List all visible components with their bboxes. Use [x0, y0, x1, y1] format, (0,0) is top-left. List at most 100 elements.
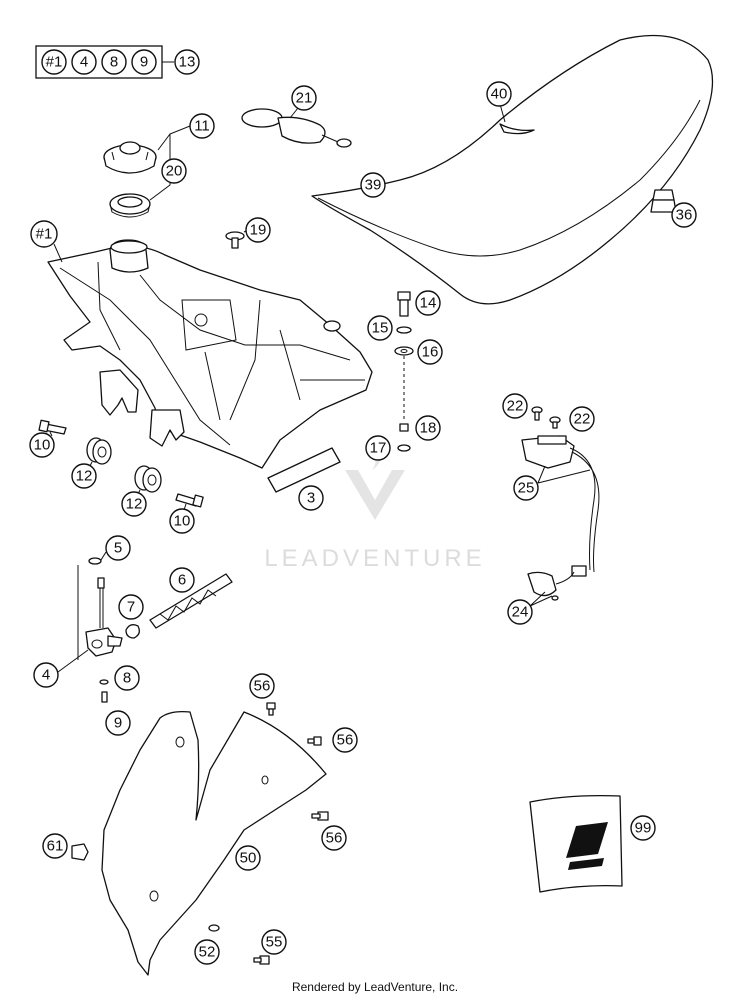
svg-text:55: 55	[266, 934, 283, 951]
footer-credit: Rendered by LeadVenture, Inc.	[291, 980, 459, 994]
bolt-10-upper	[38, 419, 67, 435]
svg-text:17: 17	[370, 440, 387, 457]
svg-text:8: 8	[123, 670, 131, 687]
callout-22b[interactable]: 22	[569, 406, 595, 432]
svg-text:4: 4	[80, 54, 88, 71]
kit-item-4[interactable]: 4	[71, 49, 97, 75]
callout-4[interactable]: 4	[33, 662, 59, 688]
callout-36[interactable]: 36	[671, 202, 697, 228]
callout-50[interactable]: 50	[235, 845, 261, 871]
svg-text:13: 13	[179, 54, 196, 71]
side-panel	[101, 710, 327, 976]
kit-item-8[interactable]: 8	[101, 49, 127, 75]
callout-99[interactable]: 99	[630, 815, 656, 841]
svg-text:50: 50	[240, 850, 257, 867]
callout-12a[interactable]: 12	[71, 463, 97, 489]
bushing-12-lower	[134, 465, 162, 493]
callout-52[interactable]: 52	[194, 939, 220, 965]
callout-56a[interactable]: 56	[249, 673, 275, 699]
svg-text:40: 40	[491, 86, 508, 103]
svg-text:52: 52	[199, 944, 216, 961]
bolt-55	[253, 955, 270, 965]
fuel-cap	[103, 141, 157, 174]
callout-61[interactable]: 61	[42, 833, 68, 859]
fuel-hose	[149, 573, 233, 629]
callout-3[interactable]: 3	[298, 485, 324, 511]
svg-text:56: 56	[326, 830, 343, 847]
callout-10b[interactable]: 10	[169, 508, 195, 534]
callout-11[interactable]: 11	[189, 113, 215, 139]
svg-text:3: 3	[307, 490, 315, 507]
screw-19	[225, 231, 245, 249]
svg-text:6: 6	[178, 572, 186, 589]
screw-9	[101, 691, 108, 703]
cap-gasket	[109, 193, 151, 218]
callout-14[interactable]: 14	[415, 290, 441, 316]
callout-25[interactable]: 25	[513, 475, 539, 501]
callout-24[interactable]: 24	[507, 599, 533, 625]
svg-text:21: 21	[296, 90, 313, 107]
svg-text:8: 8	[110, 54, 118, 71]
seat	[311, 34, 714, 305]
svg-text:9: 9	[114, 715, 122, 732]
svg-text:19: 19	[250, 222, 267, 239]
callout-40[interactable]: 40	[486, 81, 512, 107]
watermark: LEADVENTURE	[264, 448, 485, 572]
callout-19[interactable]: 19	[245, 217, 271, 243]
svg-text:14: 14	[420, 295, 437, 312]
callout-17[interactable]: 17	[365, 435, 391, 461]
bolt-56-upper	[266, 702, 276, 716]
sensor-25	[521, 406, 600, 601]
clamp-7	[125, 624, 140, 639]
callout-21[interactable]: 21	[291, 85, 317, 111]
seat-bolt-stack	[394, 291, 414, 452]
callout-20[interactable]: 20	[161, 158, 187, 184]
callout-5[interactable]: 5	[105, 535, 131, 561]
bumper-36	[650, 189, 677, 213]
callout-6[interactable]: 6	[169, 567, 195, 593]
callout-56b[interactable]: 56	[332, 727, 358, 753]
callout-16[interactable]: 16	[417, 339, 443, 365]
bushing-12-upper	[86, 437, 112, 465]
svg-text:7: 7	[127, 599, 135, 616]
pad-3	[267, 447, 341, 493]
kit-item-9[interactable]: 9	[131, 49, 157, 75]
decal-99	[529, 794, 623, 893]
svg-text:12: 12	[126, 496, 143, 513]
callout-18[interactable]: 18	[415, 415, 441, 441]
svg-text:25: 25	[518, 480, 535, 497]
kit-group: #1 4 8 9 13	[35, 45, 200, 79]
fuel-tap	[77, 557, 123, 660]
svg-text:#1: #1	[46, 54, 63, 71]
svg-text:15: 15	[372, 320, 389, 337]
svg-text:10: 10	[174, 513, 191, 530]
bolt-10-lower	[175, 493, 204, 508]
callout-56c[interactable]: 56	[321, 825, 347, 851]
callout-9[interactable]: 9	[105, 710, 131, 736]
callout-12b[interactable]: 12	[121, 491, 147, 517]
callout-7[interactable]: 7	[118, 594, 144, 620]
svg-text:20: 20	[166, 163, 183, 180]
svg-text:12: 12	[76, 468, 93, 485]
callout-13[interactable]: 13	[174, 49, 200, 75]
svg-text:#1: #1	[36, 226, 53, 243]
callout-39[interactable]: 39	[360, 172, 386, 198]
callout-15[interactable]: 15	[367, 315, 393, 341]
svg-text:5: 5	[114, 540, 122, 557]
clip-61	[71, 843, 89, 861]
kit-item-1[interactable]: #1	[41, 49, 67, 75]
callout-55[interactable]: 55	[261, 929, 287, 955]
svg-text:99: 99	[635, 820, 652, 837]
callout-22a[interactable]: 22	[502, 393, 528, 419]
callout-10a[interactable]: 10	[29, 432, 55, 458]
washer-52	[208, 924, 220, 932]
callout-1[interactable]: #1	[30, 220, 58, 248]
callout-8[interactable]: 8	[114, 665, 140, 691]
svg-text:36: 36	[676, 207, 693, 224]
svg-text:24: 24	[512, 604, 529, 621]
svg-text:4: 4	[42, 667, 50, 684]
svg-text:22: 22	[507, 398, 524, 415]
svg-text:16: 16	[422, 344, 439, 361]
watermark-text: LEADVENTURE	[264, 545, 485, 572]
